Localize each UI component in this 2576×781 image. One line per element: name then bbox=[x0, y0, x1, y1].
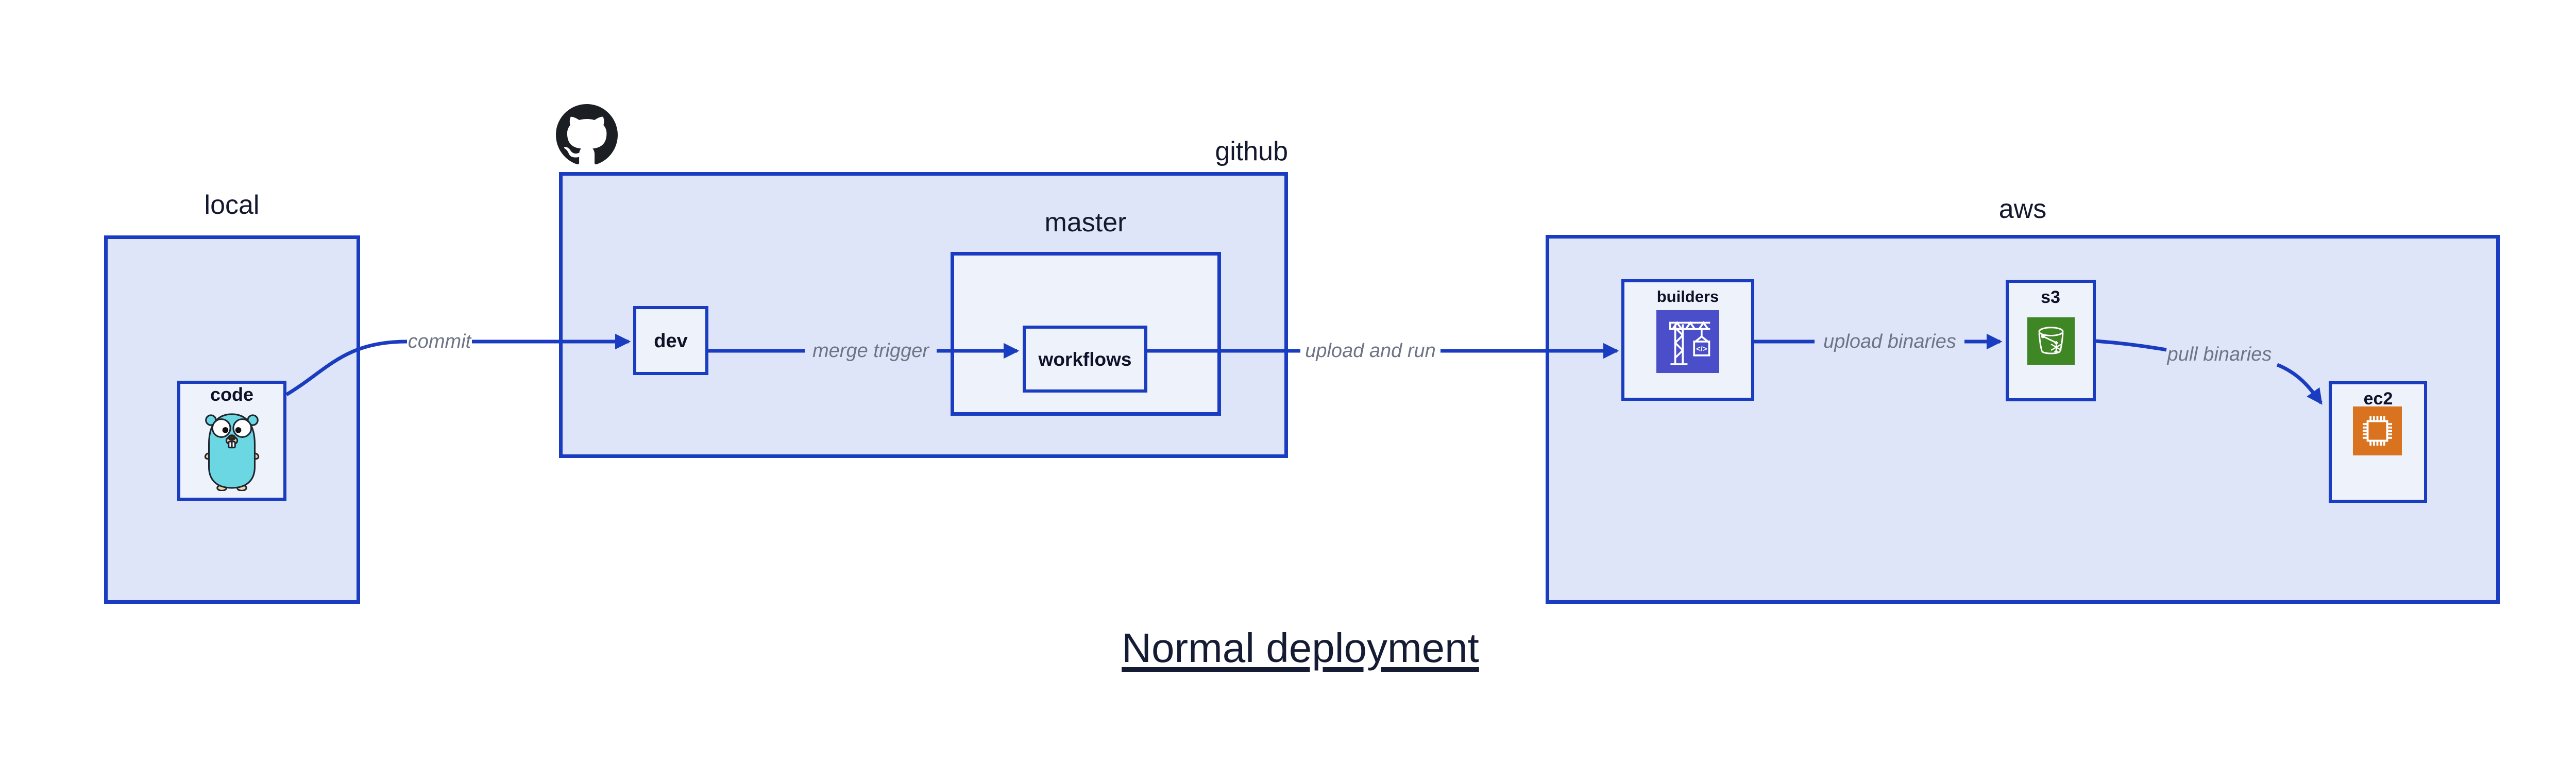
node-label-ec2: ec2 bbox=[2363, 389, 2393, 409]
node-box-dev bbox=[633, 306, 708, 375]
edge-label-merge-trigger: merge trigger bbox=[812, 340, 929, 362]
node-box-workflows bbox=[1023, 326, 1147, 393]
edge-label-upload-and-run: upload and run bbox=[1305, 340, 1436, 362]
go-gopher-icon bbox=[204, 413, 260, 491]
group-label-aws: aws bbox=[1998, 194, 2047, 224]
node-label-dev: dev bbox=[654, 330, 688, 352]
group-label-master: master bbox=[1044, 208, 1127, 237]
ec2-chip-icon bbox=[2353, 406, 2402, 455]
s3-bucket-icon bbox=[2027, 317, 2075, 365]
group-label-local: local bbox=[204, 190, 260, 220]
node-label-code: code bbox=[210, 384, 254, 405]
node-label-workflows: workflows bbox=[1038, 349, 1132, 370]
edge-label-upload-binaries: upload binaries bbox=[1823, 331, 1956, 352]
node-label-s3: s3 bbox=[2041, 287, 2060, 307]
github-octocat-icon bbox=[556, 104, 618, 165]
node-label-builders: builders bbox=[1656, 287, 1719, 305]
snowflake-glyph bbox=[2050, 341, 2062, 353]
codebuild-crane-icon: </> bbox=[1656, 310, 1719, 373]
edge-label-commit: commit bbox=[408, 331, 471, 352]
diagram-title: Normal deployment bbox=[1122, 625, 1479, 671]
node-box-builders bbox=[1621, 279, 1754, 401]
codebuild-code-glyph: </> bbox=[1696, 345, 1707, 353]
edge-label-pull-binaries: pull binaries bbox=[2167, 344, 2272, 365]
group-label-github: github bbox=[1215, 137, 1288, 166]
